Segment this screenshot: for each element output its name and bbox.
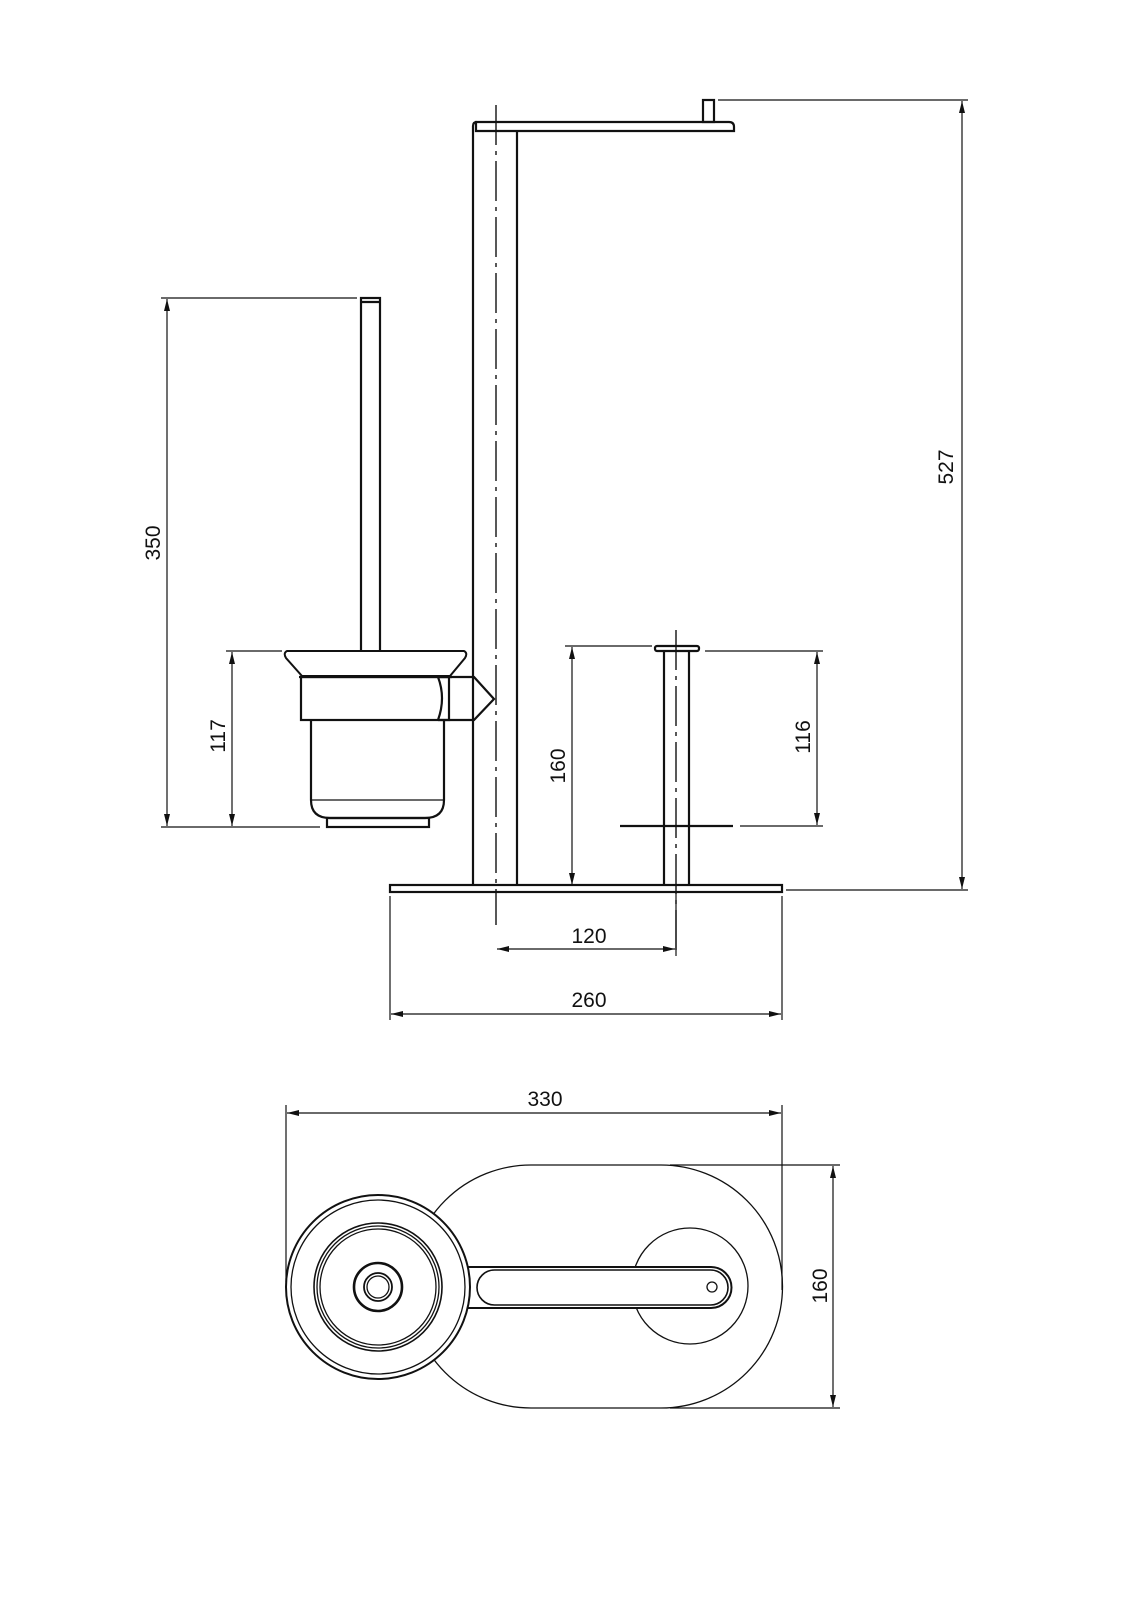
dim-label-spare-roll-height: 116 bbox=[792, 720, 815, 753]
bowl-collar bbox=[299, 675, 451, 722]
dim-label-brush-height: 350 bbox=[142, 525, 165, 560]
paper-holder-stand bbox=[388, 98, 784, 894]
dim-label-post-spacing: 120 bbox=[571, 925, 606, 948]
arm-top bbox=[454, 1266, 733, 1309]
base-plate bbox=[388, 883, 784, 894]
brush-lid bbox=[283, 650, 468, 677]
top-view: 330 160 bbox=[285, 1088, 840, 1409]
brush-bowl-top bbox=[285, 1194, 471, 1380]
roll-arm bbox=[474, 120, 736, 133]
dim-label-base-depth: 160 bbox=[809, 1268, 832, 1303]
roll-stop-post bbox=[701, 98, 716, 124]
spare-roll-holder bbox=[620, 644, 733, 886]
dim-label-base-width: 260 bbox=[571, 989, 606, 1012]
dim-117: 117 bbox=[207, 650, 282, 826]
toilet-brush bbox=[283, 296, 496, 829]
arm-hole bbox=[706, 1281, 718, 1293]
dim-label-total-height: 527 bbox=[935, 449, 958, 484]
dim-330: 330 bbox=[285, 1088, 783, 1290]
bowl-foot bbox=[325, 816, 431, 829]
spare-post bbox=[662, 651, 691, 886]
brush-handle bbox=[359, 296, 382, 654]
dim-label-overall-width: 330 bbox=[527, 1088, 562, 1111]
front-view: 527 350 117 160 116 120 bbox=[142, 98, 968, 1020]
dim-350: 350 bbox=[142, 297, 357, 828]
main-pole bbox=[471, 120, 519, 886]
dim-160-front: 160 bbox=[547, 645, 652, 885]
bowl-bracket bbox=[436, 675, 496, 722]
dim-527: 527 bbox=[718, 99, 968, 891]
dim-label-spare-holder-height: 160 bbox=[547, 748, 570, 783]
bowl-cup bbox=[309, 720, 446, 820]
spare-cap bbox=[653, 644, 701, 653]
arm-slot bbox=[476, 1269, 729, 1306]
dim-160-top: 160 bbox=[670, 1164, 840, 1409]
dim-120: 120 bbox=[497, 893, 677, 956]
dim-label-bowl-height: 117 bbox=[207, 719, 230, 752]
dim-260: 260 bbox=[389, 896, 783, 1020]
dim-116: 116 bbox=[705, 650, 823, 827]
